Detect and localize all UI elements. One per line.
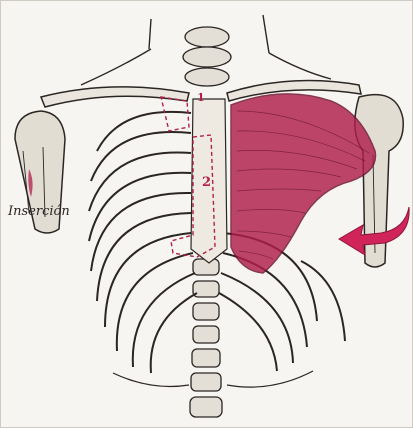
left-ribs bbox=[89, 112, 197, 373]
marker-one-label: 1 bbox=[197, 91, 205, 104]
insertion-label: Inserción bbox=[8, 204, 70, 219]
marker-two-label: 2 bbox=[202, 175, 211, 190]
